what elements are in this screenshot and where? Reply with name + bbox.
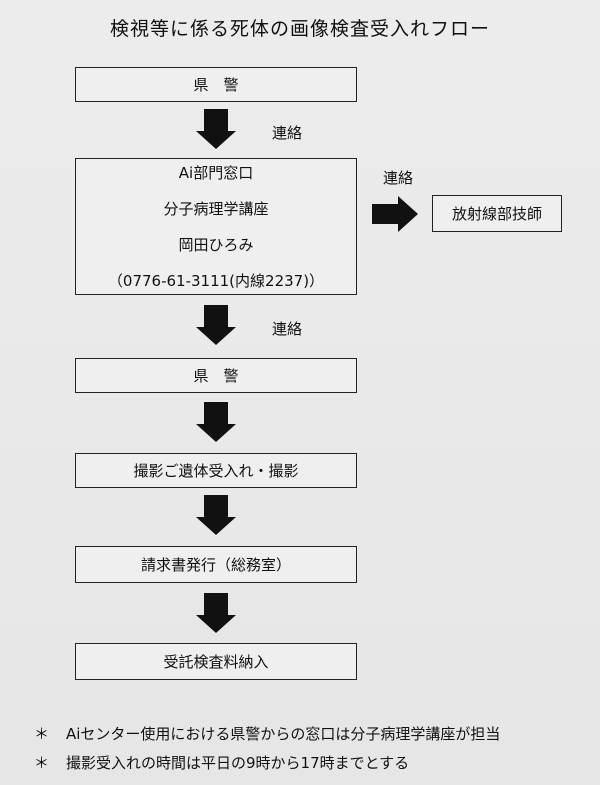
arrow-down-icon xyxy=(196,109,236,149)
police-box-top-label: 県 警 xyxy=(193,76,239,94)
invoice-box-label: 請求書発行（総務室） xyxy=(140,556,291,574)
police-box-top: 県 警 xyxy=(75,67,357,102)
ai-office-phone: （0776-61-3111(内線2237)） xyxy=(107,271,325,290)
note-asterisk: ＊ xyxy=(34,725,50,743)
payment-box-label: 受託検査料納入 xyxy=(163,653,269,671)
arrow-right-icon xyxy=(372,196,418,232)
police-box-second-label: 県 警 xyxy=(193,367,239,385)
invoice-box: 請求書発行（総務室） xyxy=(75,546,357,583)
note-item: ＊ 撮影受入れの時間は平日の9時から17時までとする xyxy=(34,752,409,773)
arrow-down-icon xyxy=(196,402,236,442)
radiology-box: 放射線部技師 xyxy=(432,195,562,232)
contact-label-2: 連絡 xyxy=(272,320,303,338)
ai-office-box: Ai部門窓口 分子病理学講座 岡田ひろみ （0776-61-3111(内線223… xyxy=(75,158,357,295)
note-text: Aiセンター使用における県警からの窓口は分子病理学講座が担当 xyxy=(66,725,501,743)
note-asterisk: ＊ xyxy=(34,754,50,772)
contact-label-side: 連絡 xyxy=(383,169,414,187)
imaging-box: 撮影ご遺体受入れ・撮影 xyxy=(75,453,357,488)
imaging-box-label: 撮影ご遺体受入れ・撮影 xyxy=(133,462,299,480)
page-title: 検視等に係る死体の画像検査受入れフロー xyxy=(109,18,490,40)
payment-box: 受託検査料納入 xyxy=(75,643,357,680)
arrow-down-icon xyxy=(196,495,236,535)
arrow-down-icon xyxy=(196,305,236,345)
note-text: 撮影受入れの時間は平日の9時から17時までとする xyxy=(66,754,410,772)
ai-office-department: 分子病理学講座 xyxy=(163,199,269,218)
contact-label-1: 連絡 xyxy=(272,124,303,142)
ai-office-name: Ai部門窓口 xyxy=(178,163,254,182)
police-box-second: 県 警 xyxy=(75,358,357,393)
note-item: ＊ Aiセンター使用における県警からの窓口は分子病理学講座が担当 xyxy=(34,723,500,744)
radiology-box-label: 放射線部技師 xyxy=(451,205,542,223)
ai-office-contact-person: 岡田ひろみ xyxy=(178,235,254,254)
arrow-down-icon xyxy=(196,593,236,633)
